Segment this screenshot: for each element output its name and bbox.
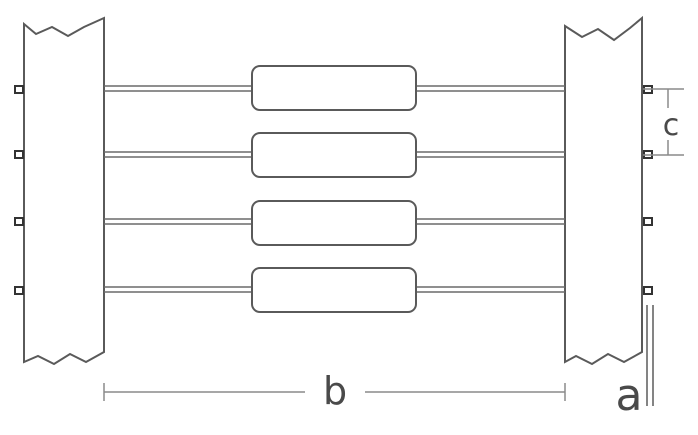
dimension-a	[646, 305, 654, 406]
dimension-a-label: a	[616, 370, 643, 421]
resistor-body	[251, 200, 417, 246]
mount-tab	[643, 217, 653, 226]
right-mount-tabs	[643, 85, 653, 295]
mount-tab	[14, 150, 24, 159]
mount-tab	[14, 217, 24, 226]
mount-tab	[643, 286, 653, 295]
mount-tab	[14, 286, 24, 295]
dimension-c	[643, 88, 684, 156]
resistor-body	[251, 267, 417, 313]
resistor-body	[251, 65, 417, 111]
dimension-c-label: c	[663, 108, 680, 143]
dimension-b	[103, 383, 566, 401]
left-post	[23, 16, 105, 366]
rods	[104, 85, 565, 293]
left-mount-tabs	[14, 85, 24, 295]
mount-tab	[14, 85, 24, 94]
dimension-b-label: b	[323, 369, 347, 413]
resistor-bodies	[251, 65, 417, 313]
resistor-body	[251, 132, 417, 178]
right-post	[564, 15, 643, 366]
